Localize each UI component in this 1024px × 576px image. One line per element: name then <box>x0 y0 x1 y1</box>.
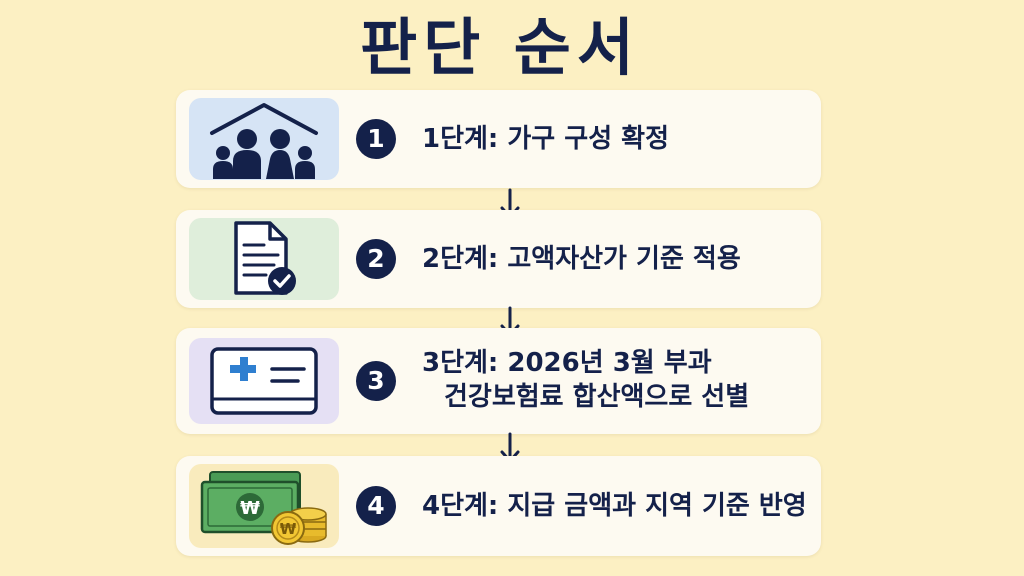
family-house-icon <box>210 103 318 179</box>
step-card-3: 3 3단계: 2026년 3월 부과 건강보험료 합산액으로 선별 <box>176 328 821 434</box>
step-label-1: 1단계: 가구 구성 확정 <box>422 124 670 154</box>
money-coins-icon: ₩ ₩ <box>200 471 327 545</box>
page-title: 판단 순서 <box>360 11 640 84</box>
step-label-4: 4단계: 지급 금액과 지역 기준 반영 <box>422 491 807 521</box>
step-label-2: 2단계: 고액자산가 기준 적용 <box>422 244 741 274</box>
step-2-icon-box <box>189 218 339 300</box>
health-insurance-card-icon <box>210 347 318 415</box>
step-number-2: 2 <box>356 239 396 279</box>
document-check-icon <box>234 221 296 295</box>
bill-currency-symbol: ₩ <box>240 498 260 519</box>
step-label-3-line-2: 건강보험료 합산액으로 선별 <box>444 382 750 412</box>
coin-currency-symbol: ₩ <box>280 520 297 538</box>
step-number-3: 3 <box>356 361 396 401</box>
step-label-3-line-1: 3단계: 2026년 3월 부과 <box>422 348 712 378</box>
step-1-icon-box <box>189 98 339 180</box>
step-card-1: 1 1단계: 가구 구성 확정 <box>176 90 821 188</box>
step-4-icon-box: ₩ ₩ <box>189 464 339 548</box>
step-3-icon-box <box>189 338 339 424</box>
step-card-4: ₩ ₩ 4 4단계: 지급 금액과 지역 기준 반영 <box>176 456 821 556</box>
step-card-2: 2 2단계: 고액자산가 기준 적용 <box>176 210 821 308</box>
step-label-3: 3단계: 2026년 3월 부과 건강보험료 합산액으로 선별 <box>422 346 749 414</box>
step-number-1: 1 <box>356 119 396 159</box>
step-number-4: 4 <box>356 486 396 526</box>
